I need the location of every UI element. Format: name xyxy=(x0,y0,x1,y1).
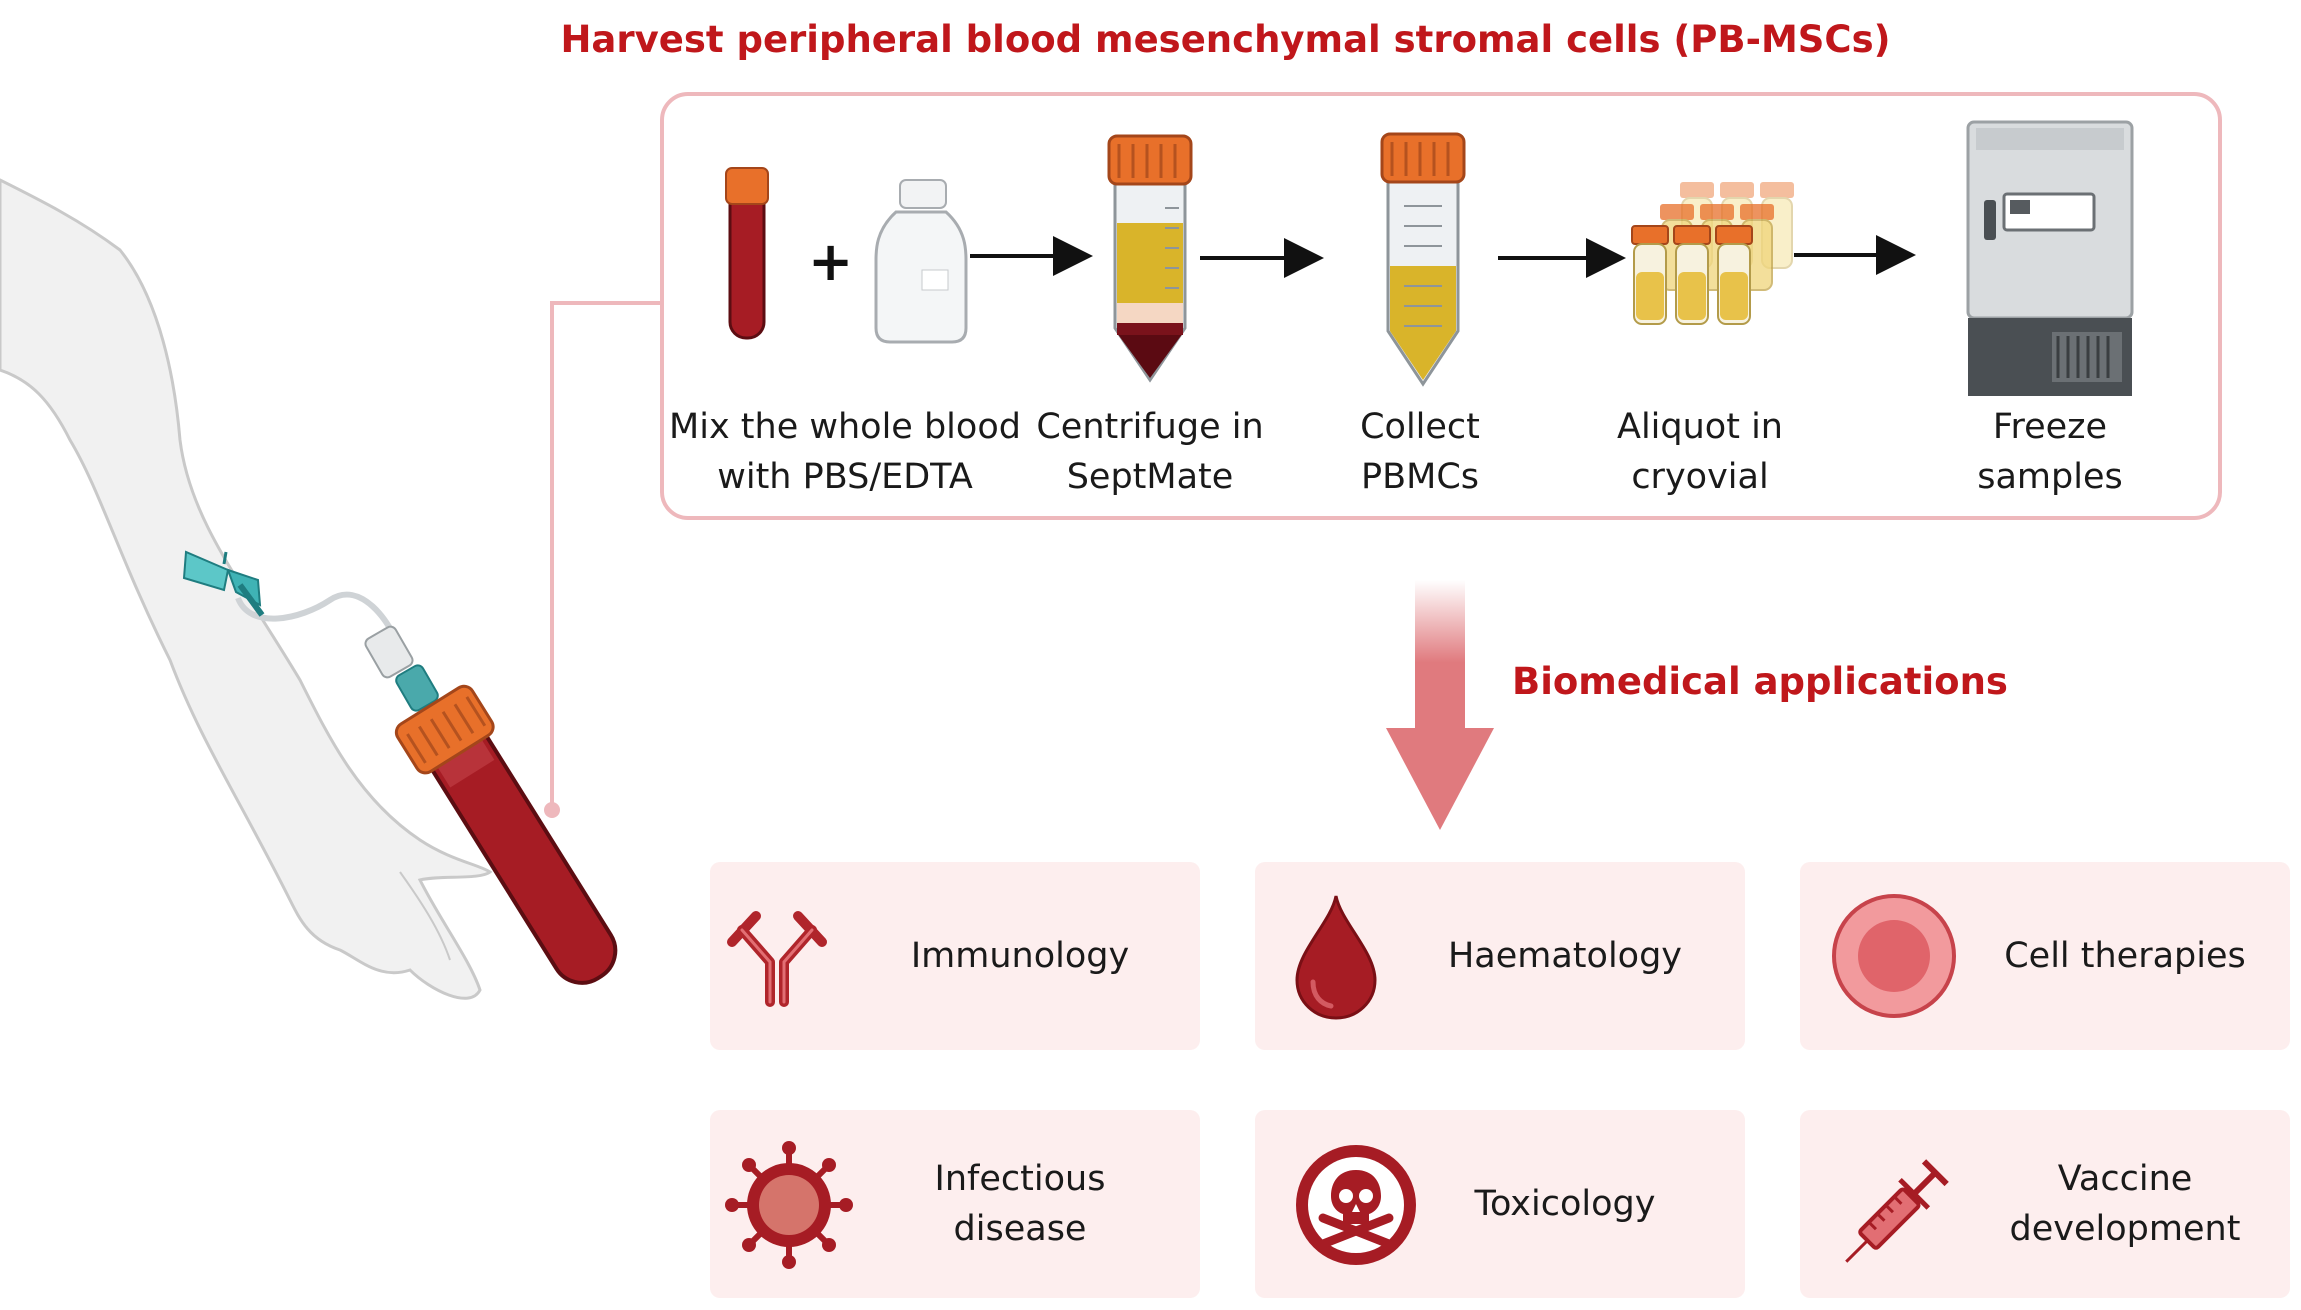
svg-text:+: + xyxy=(808,230,853,293)
centrifuge-tube-icon xyxy=(1107,134,1193,383)
card-label-toxicology: Toxicology xyxy=(1474,1184,1656,1224)
card-label-vaccine-development: Vaccine development xyxy=(2009,1159,2241,1249)
card-infectious-disease: Infectious disease xyxy=(710,1110,1200,1298)
card-immunology: Immunology xyxy=(710,862,1200,1050)
step-label-mix: Mix the whole blood with PBS/EDTA xyxy=(669,407,1021,497)
down-arrow-icon xyxy=(1386,580,1494,830)
butterfly-needle-icon xyxy=(182,550,265,617)
card-label-haematology: Haematology xyxy=(1447,936,1683,976)
step-label-aliquot: Aliquot in cryovial xyxy=(1617,407,1783,497)
harvest-title: Harvest peripheral blood mesenchymal str… xyxy=(560,18,1891,61)
step-label-freeze: Freeze samples xyxy=(1977,407,2123,497)
blood-tube-and-bottle-icon: + xyxy=(725,167,968,344)
card-cell-therapies: Cell therapies xyxy=(1800,862,2290,1050)
step-label-centrifuge: Centrifuge in SeptMate xyxy=(1036,407,1264,497)
cell-icon xyxy=(1832,894,1956,1018)
arm-illustration xyxy=(0,178,618,1000)
blood-collection-tube-icon xyxy=(394,684,618,985)
applications-title: Biomedical applications xyxy=(1512,660,2008,703)
cryovials-icon xyxy=(1631,182,1794,325)
skull-icon xyxy=(1296,1145,1416,1265)
step-label-collect: Collect PBMCs xyxy=(1360,407,1480,497)
process-box xyxy=(660,92,2222,520)
collection-tube-icon xyxy=(1380,132,1466,387)
virus-icon xyxy=(725,1141,853,1269)
card-label-infectious-disease: Infectious disease xyxy=(934,1159,1106,1249)
freezer-icon xyxy=(1966,120,2134,396)
card-haematology: Haematology xyxy=(1255,862,1745,1050)
card-label-immunology: Immunology xyxy=(910,936,1130,976)
card-label-cell-therapies: Cell therapies xyxy=(2004,936,2246,976)
syringe-icon xyxy=(1845,1159,1949,1263)
blood-drop-icon xyxy=(1295,895,1377,1020)
card-toxicology: Toxicology xyxy=(1255,1110,1745,1298)
card-vaccine-development: Vaccine development xyxy=(1800,1110,2290,1298)
antibody-icon xyxy=(727,911,827,1007)
